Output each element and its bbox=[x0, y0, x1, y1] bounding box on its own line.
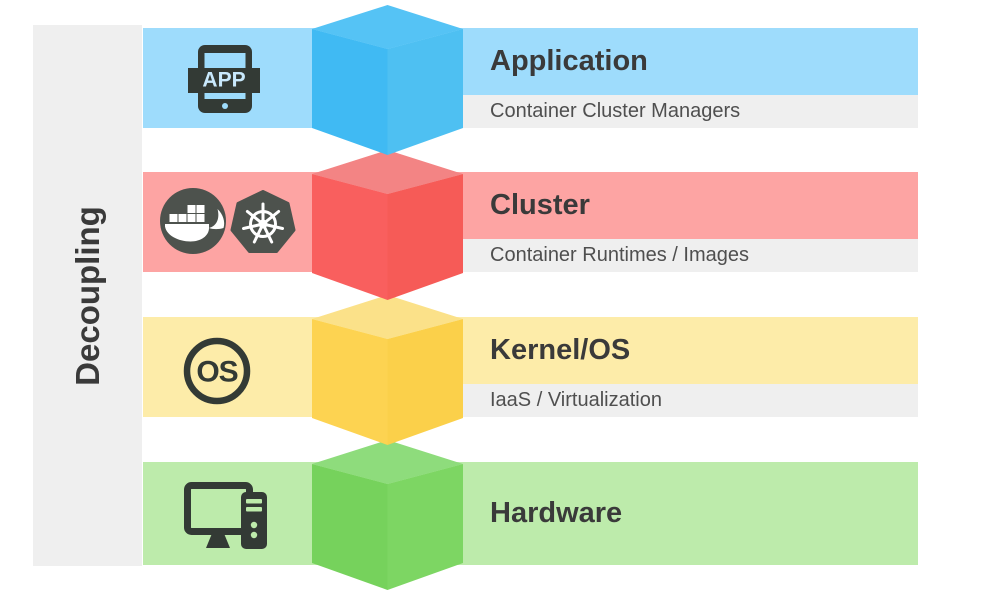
app-icon: APP bbox=[188, 45, 260, 113]
decoupling-sidebar: Decoupling bbox=[33, 25, 142, 566]
subtitle-kernel-os: IaaS / Virtualization bbox=[490, 389, 662, 411]
layer-application: Container Cluster Managers Application A… bbox=[143, 28, 918, 128]
subtitle-application: Container Cluster Managers bbox=[490, 100, 741, 122]
os-icon-label: OS bbox=[196, 356, 237, 389]
title-application: Application bbox=[490, 45, 648, 77]
band-hardware bbox=[143, 462, 918, 565]
title-hardware: Hardware bbox=[490, 497, 623, 529]
kubernetes-icon bbox=[230, 190, 296, 253]
substrip-cluster: Container Runtimes / Images bbox=[463, 239, 918, 272]
app-icon-label: APP bbox=[202, 69, 245, 92]
cube-cluster bbox=[312, 150, 463, 300]
substrip-kernel-os: IaaS / Virtualization bbox=[463, 384, 918, 417]
cube-kernel-os bbox=[312, 295, 463, 445]
cube-hardware bbox=[312, 440, 463, 590]
decoupling-label: Decoupling bbox=[68, 205, 106, 386]
computer-icon bbox=[184, 482, 267, 549]
os-icon: OS bbox=[183, 337, 251, 405]
title-kernel-os: Kernel/OS bbox=[490, 334, 631, 366]
docker-icon bbox=[160, 188, 226, 254]
subtitle-cluster: Container Runtimes / Images bbox=[490, 244, 750, 266]
layer-hardware: Hardware bbox=[143, 462, 918, 565]
layer-cluster: Container Runtimes / Images Cluster bbox=[143, 172, 918, 272]
title-cluster: Cluster bbox=[490, 189, 590, 221]
layer-kernel-os: IaaS / Virtualization Kernel/OS OS bbox=[143, 317, 918, 417]
cube-application bbox=[312, 5, 463, 155]
substrip-application: Container Cluster Managers bbox=[463, 95, 918, 128]
